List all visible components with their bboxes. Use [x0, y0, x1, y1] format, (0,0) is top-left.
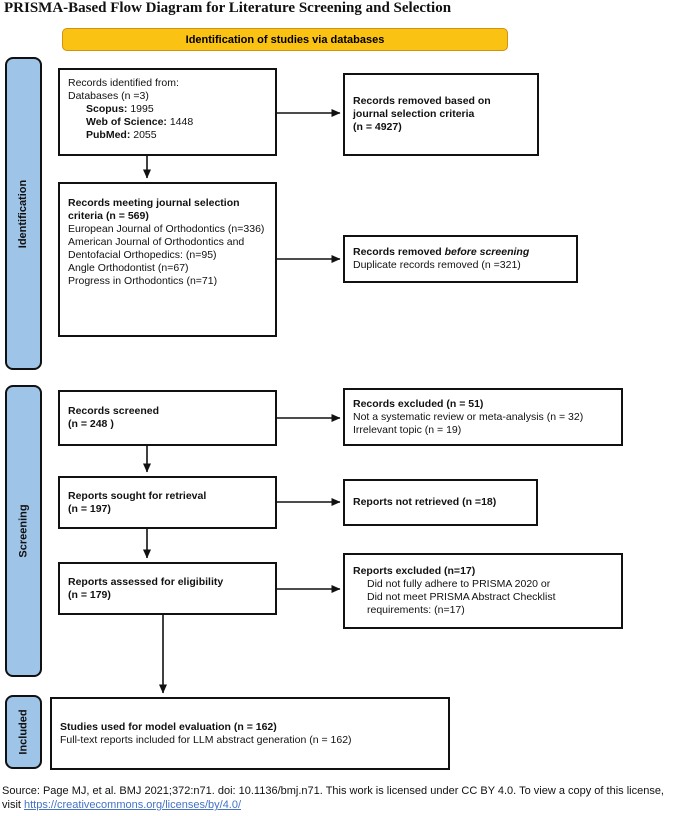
- database-name: Web of Science:: [86, 116, 167, 128]
- box-reports-not-retrieved: Reports not retrieved (n =18): [343, 479, 538, 526]
- text-line: Full-text reports included for LLM abstr…: [60, 733, 352, 746]
- journal-line: European Journal of Orthodontics (n=336): [68, 223, 265, 235]
- box-records-screened: Records screened (n = 248 ): [58, 390, 277, 446]
- box-records-removed-before-screening: Records removed before screening Duplica…: [343, 235, 578, 283]
- text-line: Reports excluded (n=17): [353, 565, 476, 577]
- exclusion-reason: Did not fully adhere to PRISMA 2020 or: [367, 578, 551, 590]
- database-count-row: Scopus: 1995: [68, 103, 267, 116]
- text-line: Records excluded (n = 51): [353, 397, 484, 410]
- database-count: 1448: [169, 116, 194, 128]
- journal-line: Progress in Orthodontics (n=71): [68, 275, 218, 287]
- database-name: PubMed:: [86, 129, 131, 141]
- text-line: Duplicate records removed (n =321): [353, 259, 521, 271]
- box-heading: Records excluded (n = 51): [353, 398, 613, 411]
- text-line: Reports not retrieved (n =18): [353, 496, 497, 508]
- database-count: 2055: [133, 129, 157, 141]
- text-line: (n = 197): [68, 502, 111, 515]
- journal-line: Angle Orthodontist (n=67): [68, 262, 189, 274]
- text-line: Records meeting journal selection criter…: [68, 197, 240, 222]
- text-line: Records screened: [68, 405, 160, 417]
- box-heading: Records meeting journal selection criter…: [68, 197, 267, 223]
- text-segment-italic: before screening: [444, 246, 530, 258]
- stage-label-identification: Identification: [5, 57, 42, 370]
- database-count: 1995: [130, 103, 154, 115]
- exclusion-reason: requirements: (n=17): [367, 604, 465, 616]
- text-line: journal selection criteria: [353, 108, 475, 120]
- box-records-meeting-criteria: Records meeting journal selection criter…: [58, 182, 277, 337]
- box-records-identified: Records identified from: Databases (n =3…: [58, 68, 277, 156]
- box-heading: Studies used for model evaluation (n = 1…: [60, 721, 440, 734]
- text-line: (n = 179): [68, 588, 111, 601]
- text-line: Records identified from:: [68, 77, 179, 89]
- text-line: (n = 248 ): [68, 418, 114, 430]
- stage-label-included: Included: [5, 695, 42, 769]
- exclusion-reason: Did not meet PRISMA Abstract Checklist: [367, 591, 556, 603]
- exclusion-reason: Not a systematic review or meta-analysis…: [353, 410, 584, 423]
- text-line: Studies used for model evaluation (n = 1…: [60, 720, 277, 733]
- database-count-row: PubMed: 2055: [68, 129, 267, 142]
- stage-label-text: Screening: [17, 504, 30, 558]
- database-count-row: Web of Science: 1448: [68, 116, 267, 129]
- box-reports-assessed: Reports assessed for eligibility (n = 17…: [58, 562, 277, 615]
- box-heading: Records removed before screening: [353, 246, 568, 259]
- exclusion-reason: Irrelevant topic (n = 19): [353, 423, 462, 436]
- text-segment: Records removed: [353, 246, 445, 258]
- identification-banner: Identification of studies via databases: [62, 28, 508, 51]
- license-link[interactable]: https://creativecommons.org/licenses/by/…: [24, 799, 242, 811]
- box-records-excluded: Records excluded (n = 51) Not a systemat…: [343, 388, 623, 446]
- database-name: Scopus:: [86, 103, 128, 115]
- box-studies-included: Studies used for model evaluation (n = 1…: [50, 697, 450, 770]
- text-line: Records removed based on: [353, 95, 491, 107]
- stage-label-text: Identification: [17, 179, 30, 248]
- box-records-removed-journal-criteria: Records removed based on journal selecti…: [343, 73, 539, 156]
- license-note: Source: Page MJ, et al. BMJ 2021;372:n71…: [2, 784, 683, 812]
- source-text: Source: Page MJ, et al. BMJ 2021;372:n71…: [2, 785, 664, 811]
- box-heading: Reports excluded (n=17): [353, 565, 613, 578]
- box-reports-sought: Reports sought for retrieval (n = 197): [58, 476, 277, 529]
- box-reports-excluded: Reports excluded (n=17) Did not fully ad…: [343, 553, 623, 629]
- text-line: Reports sought for retrieval: [68, 489, 207, 502]
- stage-label-screening: Screening: [5, 385, 42, 677]
- journal-line: American Journal of Orthodontics and Den…: [68, 236, 245, 261]
- text-line: (n = 4927): [353, 121, 402, 133]
- text-line: Databases (n =3): [68, 90, 149, 102]
- stage-label-text: Included: [17, 709, 30, 755]
- diagram-title: PRISMA-Based Flow Diagram for Literature…: [4, 0, 452, 16]
- text-line: Reports assessed for eligibility: [68, 575, 224, 588]
